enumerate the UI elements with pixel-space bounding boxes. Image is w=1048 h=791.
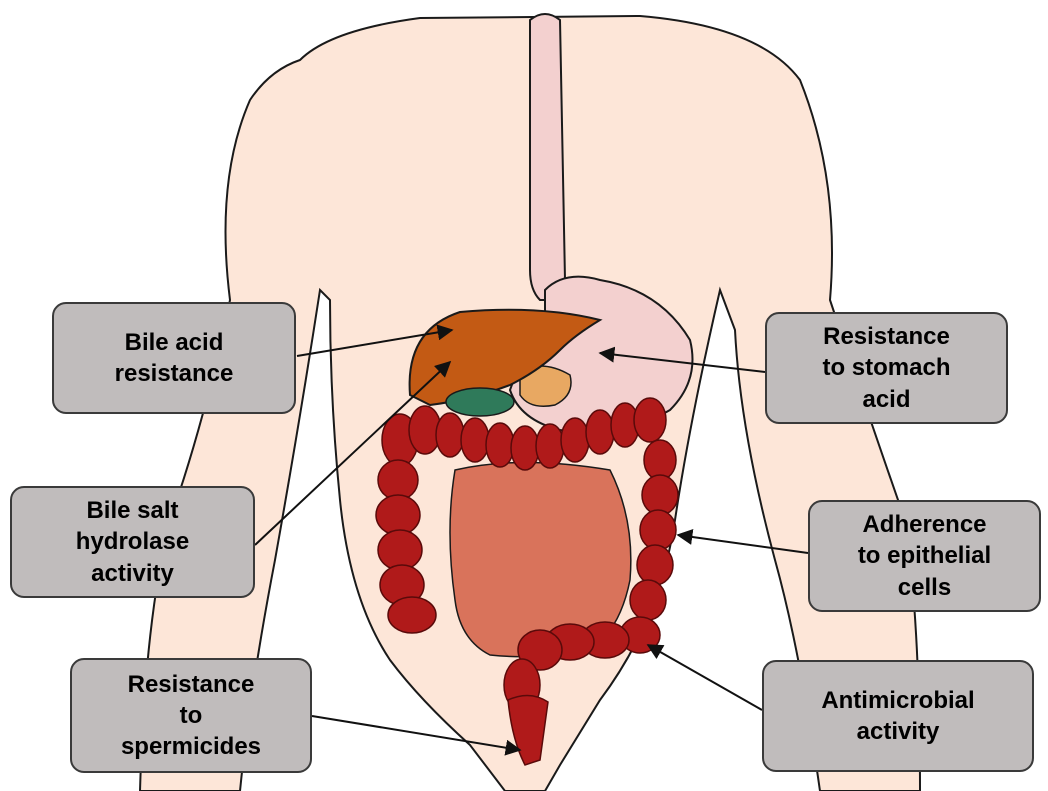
label-line: activity bbox=[76, 558, 189, 589]
gallbladder bbox=[446, 388, 514, 416]
label-line: Bile salt bbox=[76, 495, 189, 526]
label-line: spermicides bbox=[121, 731, 261, 762]
label-line: acid bbox=[822, 384, 950, 415]
label-line: to epithelial bbox=[858, 540, 991, 571]
label-bile-acid-resistance: Bile acid resistance bbox=[52, 302, 296, 414]
label-line: Antimicrobial bbox=[821, 685, 974, 716]
label-adherence-to-epithelial-cells: Adherence to epithelial cells bbox=[808, 500, 1041, 612]
label-line: Adherence bbox=[858, 509, 991, 540]
label-antimicrobial-activity: Antimicrobial activity bbox=[762, 660, 1034, 772]
label-resistance-to-spermicides: Resistance to spermicides bbox=[70, 658, 312, 773]
label-line: Resistance bbox=[121, 669, 261, 700]
label-line: cells bbox=[858, 572, 991, 603]
label-line: activity bbox=[821, 716, 974, 747]
label-line: Resistance bbox=[822, 321, 950, 352]
label-line: to stomach bbox=[822, 352, 950, 383]
label-resistance-to-stomach-acid: Resistance to stomach acid bbox=[765, 312, 1008, 424]
label-bile-salt-hydrolase-activity: Bile salt hydrolase activity bbox=[10, 486, 255, 598]
label-line: Bile acid bbox=[115, 327, 234, 358]
label-line: to bbox=[121, 700, 261, 731]
arrow-antimicrobial bbox=[648, 645, 762, 710]
esophagus bbox=[530, 14, 565, 300]
label-line: hydrolase bbox=[76, 526, 189, 557]
label-line: resistance bbox=[115, 358, 234, 389]
